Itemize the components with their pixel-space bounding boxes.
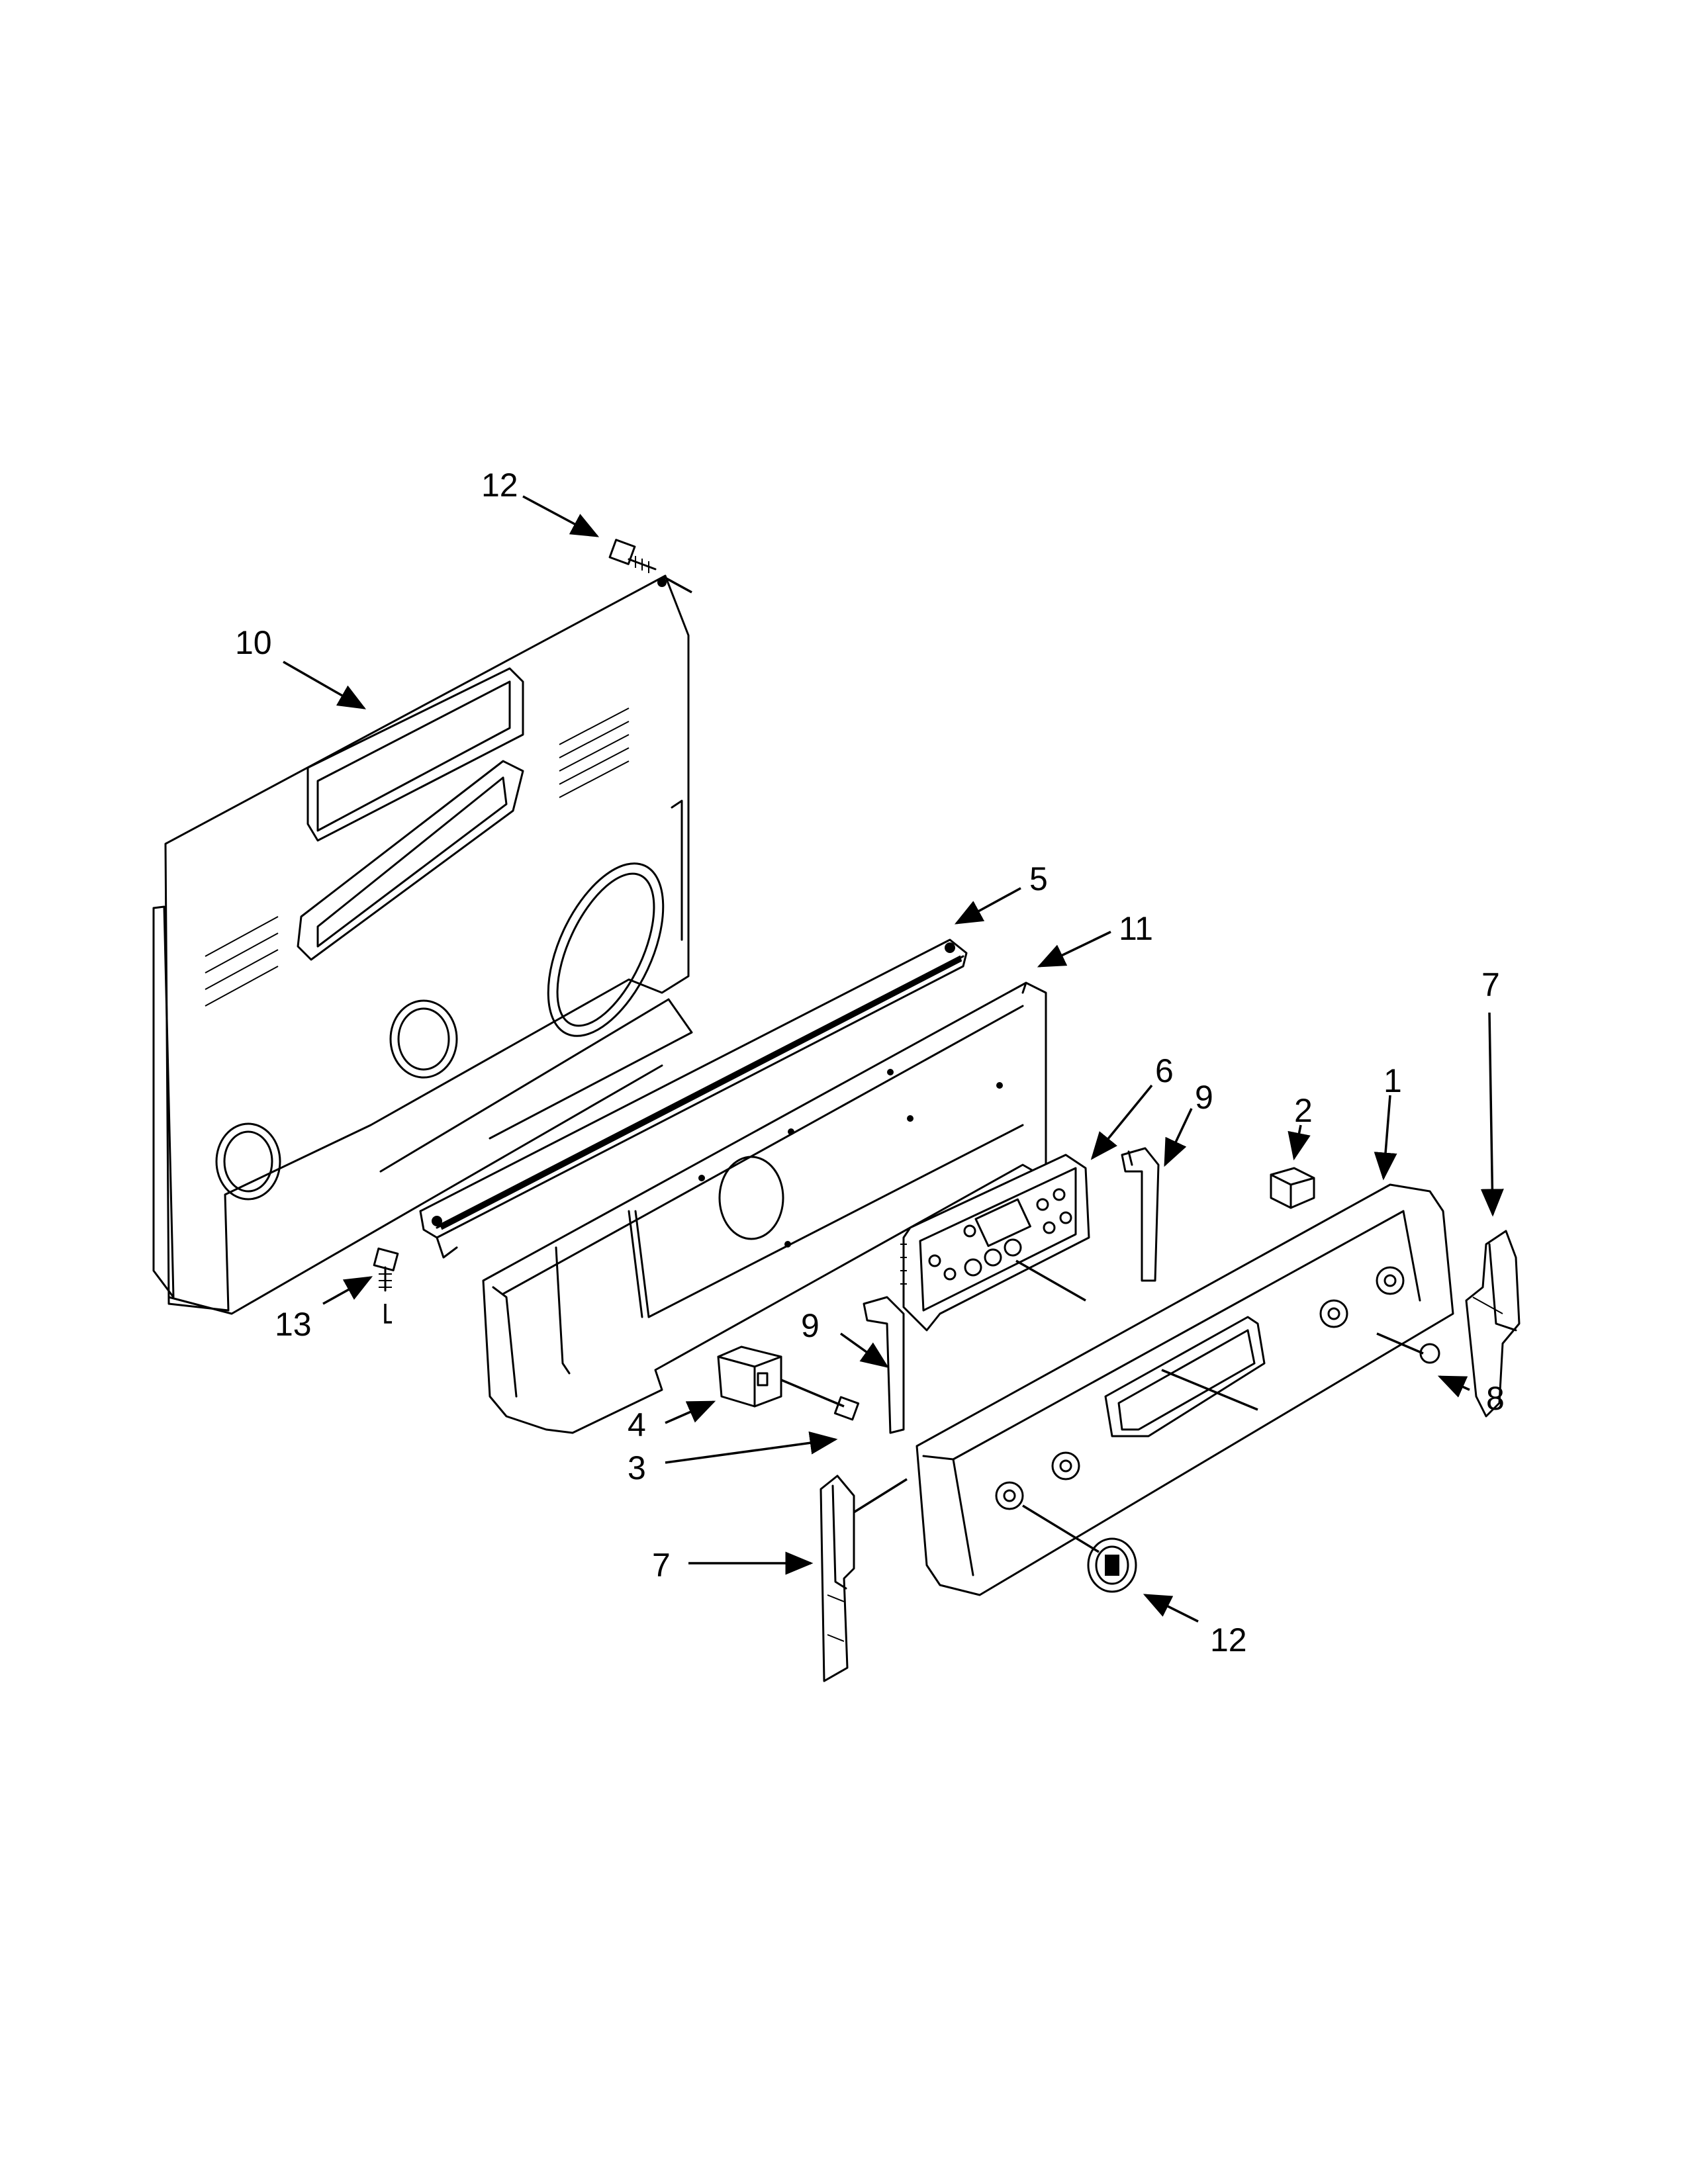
callout-12-top: 12 xyxy=(481,467,518,504)
callout-8: 8 xyxy=(1486,1380,1505,1417)
callout-12-left: 13 xyxy=(275,1306,312,1343)
callout-11: 11 xyxy=(1119,910,1153,947)
electronic-control-part xyxy=(900,1154,1090,1332)
leader-13 xyxy=(1143,1594,1199,1623)
callout-2: 2 xyxy=(1294,1092,1313,1129)
callout-9-upper: 9 xyxy=(1195,1079,1213,1116)
callout-13: 12 xyxy=(1210,1621,1247,1659)
leader-5 xyxy=(954,887,1021,925)
callout-10: 10 xyxy=(235,624,272,661)
callout-leaders xyxy=(283,495,1504,1623)
bracket-lower-part xyxy=(863,1296,905,1434)
leader-12-left xyxy=(322,1276,373,1305)
callout-labels: 12 10 5 11 6 9 2 1 7 13 9 4 3 8 7 12 xyxy=(235,467,1505,1659)
leader-7-right xyxy=(1480,1012,1504,1217)
callout-4: 4 xyxy=(628,1406,646,1443)
callout-7-left: 7 xyxy=(652,1547,671,1584)
leader-6 xyxy=(1090,1084,1153,1160)
knob-part xyxy=(1022,1504,1137,1593)
leader-9-upper xyxy=(1164,1108,1193,1167)
callout-3: 3 xyxy=(628,1449,646,1486)
callout-1: 1 xyxy=(1383,1062,1402,1099)
callout-6: 6 xyxy=(1155,1052,1174,1089)
leader-10 xyxy=(283,660,367,709)
leader-11 xyxy=(1037,931,1111,968)
leader-9-lower xyxy=(839,1332,889,1369)
callout-9-lower: 9 xyxy=(801,1307,820,1344)
leader-3 xyxy=(665,1431,838,1464)
end-cap-left-part xyxy=(820,1475,908,1682)
rail-part xyxy=(419,938,968,1259)
clip-part xyxy=(1270,1167,1315,1209)
control-bracket-part xyxy=(482,981,1047,1434)
leader-2 xyxy=(1288,1124,1311,1161)
callout-7-right: 7 xyxy=(1481,966,1500,1003)
leader-4 xyxy=(665,1400,716,1424)
rear-panel-part xyxy=(152,574,693,1315)
bracket-upper-part xyxy=(1121,1147,1160,1282)
screw-left-part xyxy=(373,1248,399,1324)
thermostat-part xyxy=(717,1345,782,1408)
panel-screw-part xyxy=(1376,1332,1440,1364)
leader-1 xyxy=(1374,1095,1397,1181)
screw-top-part xyxy=(608,539,692,594)
leader-12-top xyxy=(522,495,600,537)
leader-8 xyxy=(1437,1375,1470,1398)
shaft-part xyxy=(780,1379,860,1421)
callout-5: 5 xyxy=(1029,860,1048,897)
control-panel-part xyxy=(915,1183,1454,1596)
end-cap-right-part xyxy=(1465,1230,1521,1418)
